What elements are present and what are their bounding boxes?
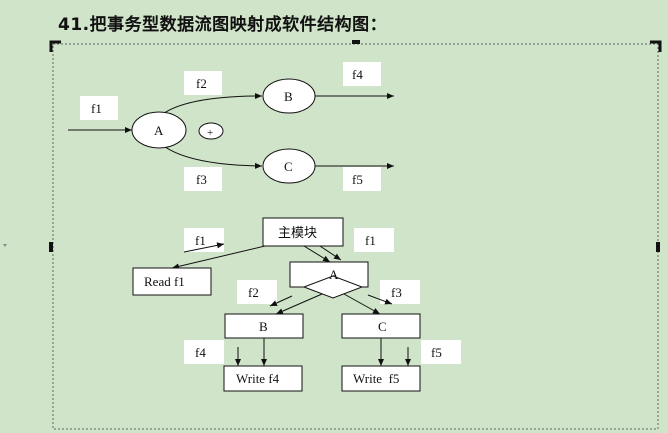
flow-f3-label: f3 (196, 172, 207, 187)
flow-f3-arrow (159, 142, 263, 169)
module-c-box (341, 313, 421, 339)
struct-f2-arrow (269, 295, 293, 307)
node-b-bubble (262, 78, 316, 114)
write-f5-label: Write f5 (353, 371, 399, 386)
node-c-bubble (262, 148, 316, 184)
read-f1-label: Read f1 (144, 274, 185, 289)
node-a-label: A (154, 123, 164, 138)
struct-f1-left-arrow (183, 242, 225, 253)
module-b-box (224, 313, 304, 339)
data-flow-diagram: f1 f2 f3 f4 f5 A B C + (68, 62, 394, 191)
main-module-box (262, 217, 344, 247)
flow-f4-label-box (343, 62, 381, 86)
exclusive-or-plus: + (207, 127, 213, 139)
struct-f5-label: f5 (431, 345, 442, 360)
node-b-label: B (284, 89, 293, 104)
read-f1-box (132, 267, 212, 296)
page-title: 41.把事务型数据流图映射成软件结构图： (58, 15, 388, 35)
module-a-label: A (329, 267, 339, 282)
flow-f3-label-box (184, 167, 222, 191)
flow-f2-label: f2 (196, 76, 207, 91)
flow-f5-label-box (343, 167, 381, 191)
structure-chart: f1 f1 f2 f3 f4 f5 主模块 Read f1 A B (132, 217, 461, 392)
struct-f1-right-arrow (319, 245, 342, 261)
struct-f2-box (237, 280, 277, 304)
flow-f5-label: f5 (352, 172, 363, 187)
flow-f2-label-box (184, 71, 222, 95)
struct-f1-right-box (354, 228, 394, 252)
main-module-label: 主模块 (278, 226, 317, 241)
struct-f3-label: f3 (391, 285, 402, 300)
flow-f1-label: f1 (91, 101, 102, 116)
flow-f4-label: f4 (352, 67, 363, 82)
struct-f5-box (421, 340, 461, 364)
node-c-label: C (284, 159, 293, 174)
struct-f3-arrow (367, 294, 393, 305)
write-f5-box (341, 365, 421, 392)
struct-f4-box (184, 340, 224, 364)
module-c-label: C (378, 319, 387, 334)
transaction-center-diamond (302, 275, 364, 299)
call-main-to-read (171, 245, 266, 270)
struct-f1-left-label: f1 (195, 233, 206, 248)
struct-f2-label: f2 (248, 285, 259, 300)
write-f4-label: Write f4 (236, 371, 280, 386)
small-marker-icon (3, 244, 7, 247)
selection-frame[interactable] (49, 40, 662, 430)
write-f4-box (223, 365, 303, 392)
module-b-label: B (259, 319, 268, 334)
struct-f1-right-label: f1 (365, 233, 376, 248)
node-a-bubble (131, 111, 187, 149)
exclusive-or-symbol (198, 122, 224, 140)
call-main-to-a (303, 245, 331, 263)
flow-f2-arrow (159, 93, 263, 117)
struct-f4-label: f4 (195, 345, 206, 360)
call-a-to-b (275, 293, 323, 315)
flow-f1-label-box (80, 96, 118, 120)
call-a-to-c (343, 293, 381, 315)
